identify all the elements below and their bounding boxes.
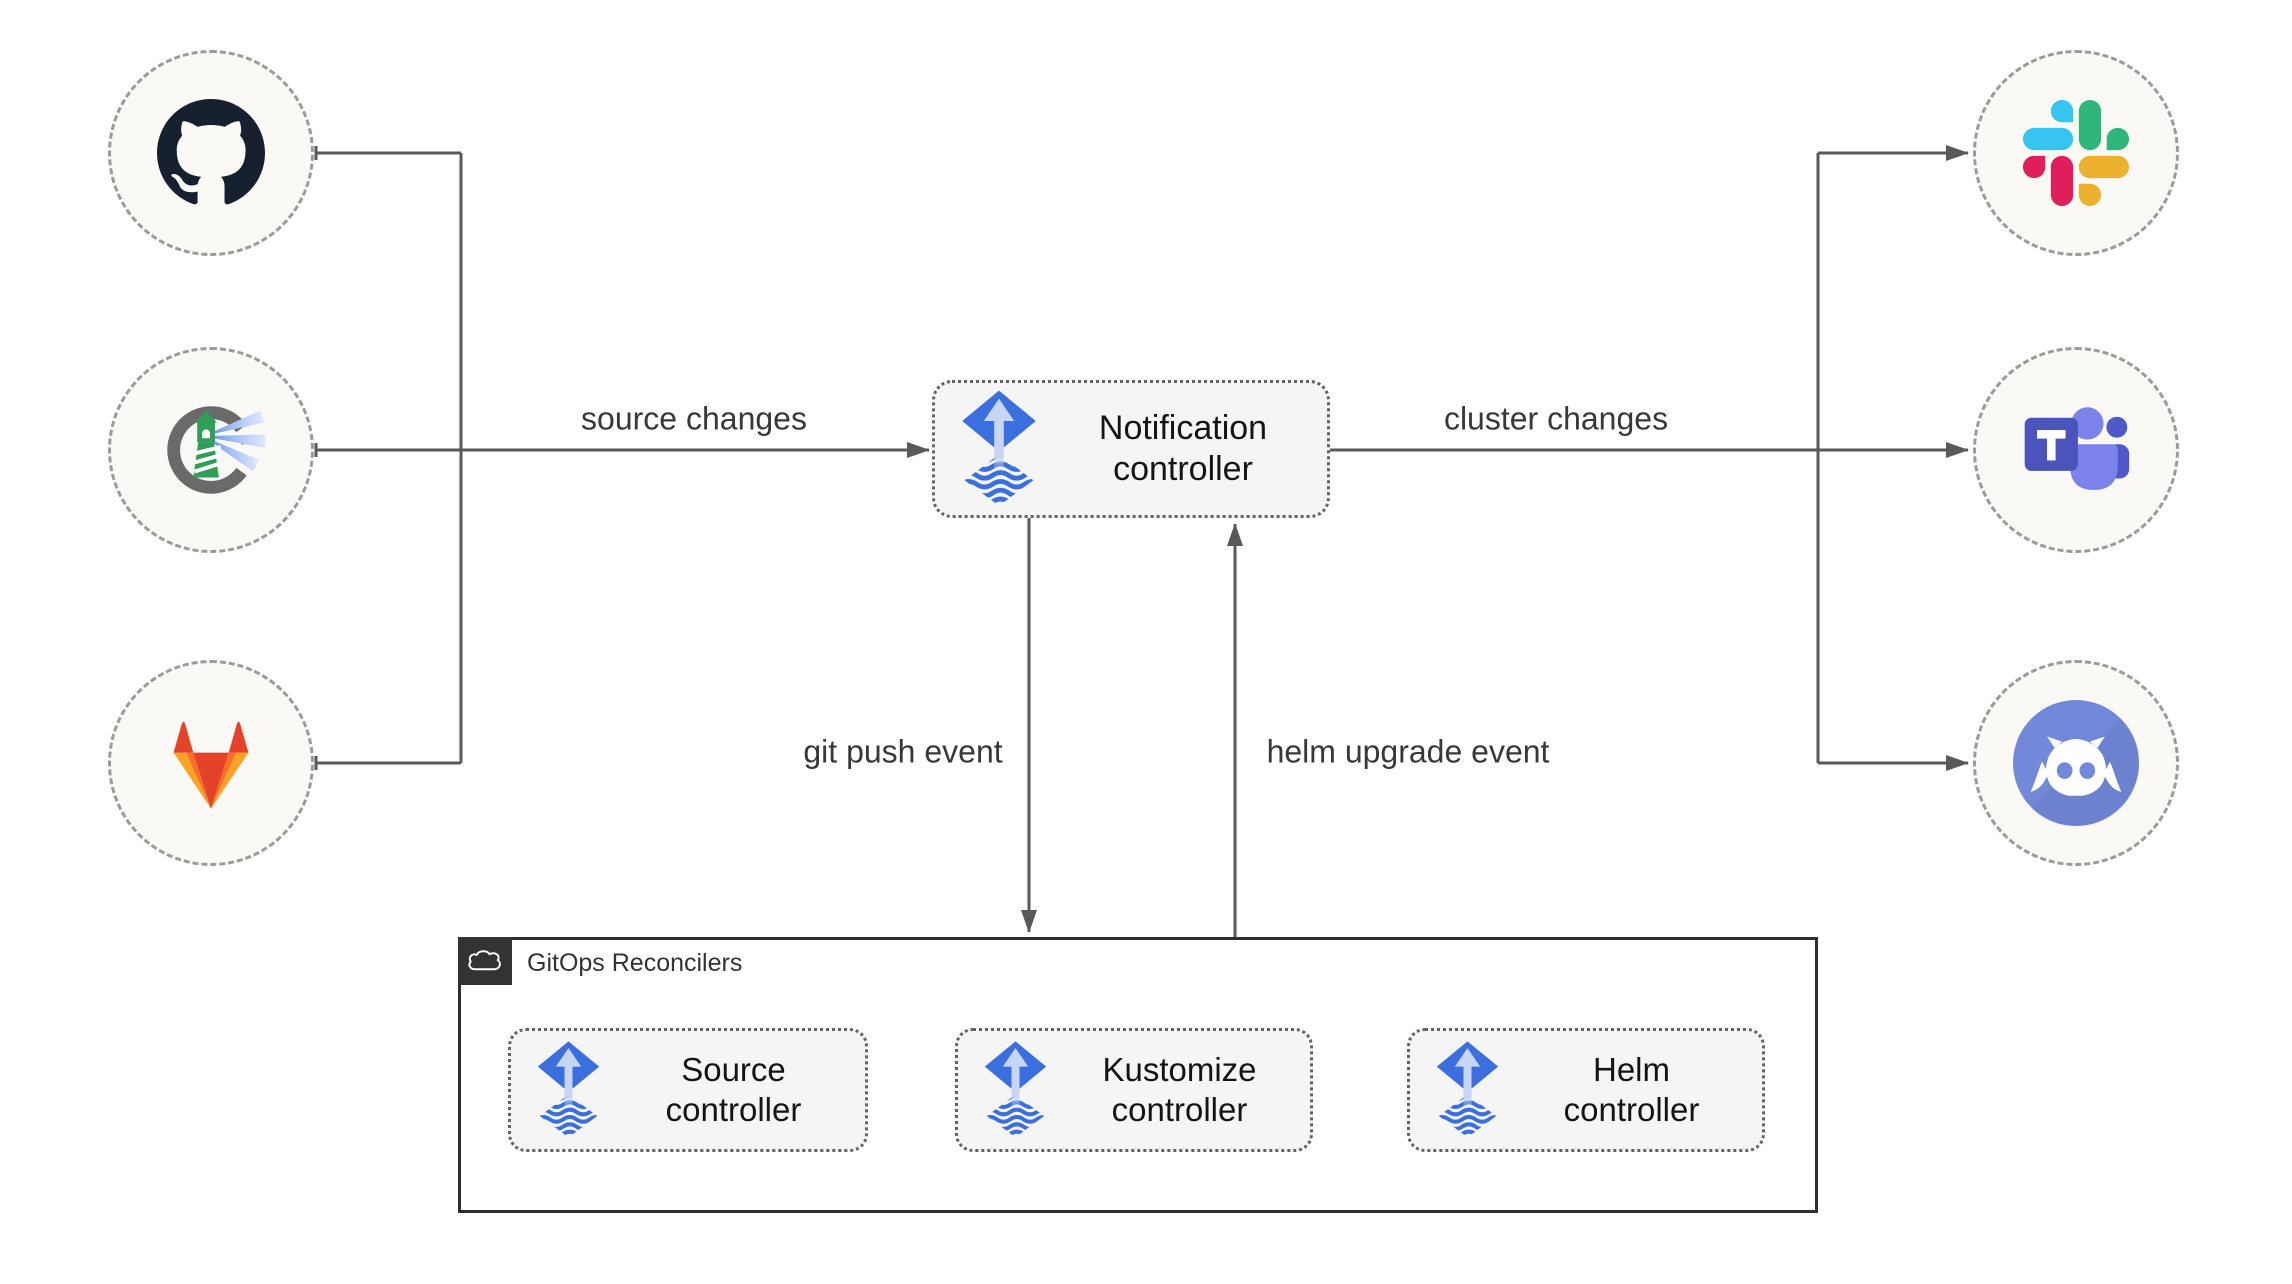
notification-controller-label: Notification controller (1098, 409, 1268, 488)
gitlab-icon (173, 721, 249, 809)
slack-icon (2023, 100, 2129, 206)
node-notification-controller: Notification controller (932, 380, 1330, 518)
group-gitops-reconcilers: GitOps Reconcilers Source controller Kus… (458, 937, 1818, 1213)
label-git-push-event: git push event (797, 733, 1009, 771)
right-fanout-lines (1330, 145, 1969, 771)
lighthouse-icon (167, 406, 267, 494)
flux-icon (959, 389, 1039, 509)
node-github (108, 50, 314, 256)
node-slack (1973, 50, 2179, 256)
label-cluster-changes: cluster changes (1437, 400, 1675, 438)
left-bus-lines (314, 146, 463, 770)
flux-icon (1434, 1040, 1501, 1140)
group-title: GitOps Reconcilers (527, 949, 743, 977)
node-discord (1973, 660, 2179, 866)
node-lighthouse (108, 347, 314, 553)
source-controller-label: Source controller (665, 1051, 802, 1128)
node-kustomize-controller: Kustomize controller (955, 1028, 1313, 1152)
discord-icon (2013, 700, 2139, 826)
flux-icon (982, 1040, 1049, 1140)
cloud-icon (468, 950, 501, 971)
node-teams (1973, 347, 2179, 553)
flux-icon (535, 1040, 602, 1140)
node-gitlab (108, 660, 314, 866)
node-source-controller: Source controller (508, 1028, 868, 1152)
group-badge (458, 937, 512, 985)
github-icon (157, 99, 265, 205)
label-source-changes: source changes (575, 400, 813, 438)
label-helm-upgrade-event: helm upgrade event (1260, 733, 1556, 771)
microsoft-teams-icon (2024, 407, 2130, 490)
node-helm-controller: Helm controller (1407, 1028, 1765, 1152)
kustomize-controller-label: Kustomize controller (1102, 1051, 1257, 1128)
helm-controller-label: Helm controller (1563, 1051, 1700, 1128)
